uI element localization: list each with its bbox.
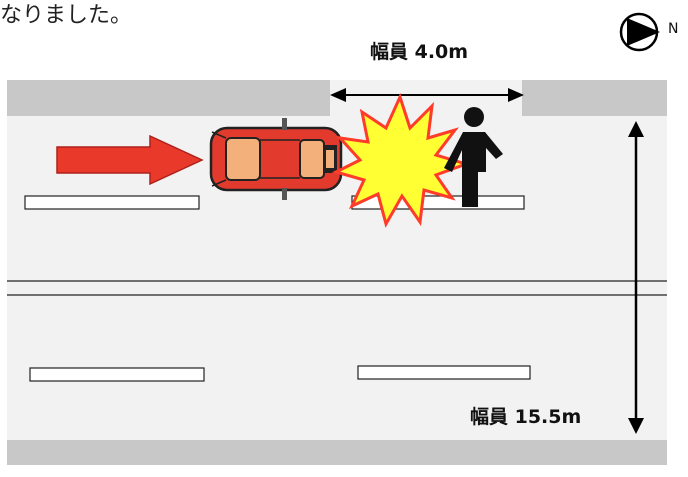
lane-marking xyxy=(24,195,200,210)
caption-text: なりました。 xyxy=(0,3,133,28)
curb-bottom xyxy=(7,440,667,465)
car-icon xyxy=(209,118,343,200)
curb-top-right xyxy=(522,80,667,116)
north-arrow-icon xyxy=(619,12,660,52)
impact-burst-icon xyxy=(331,92,471,228)
lane-marking xyxy=(357,365,531,380)
north-label: N xyxy=(668,21,679,37)
sidewalk-width-label: 幅員 4.0m xyxy=(370,41,469,63)
curb-top-left xyxy=(7,80,330,116)
pedestrian-icon xyxy=(444,107,503,207)
lane-marking xyxy=(29,367,205,382)
vehicle-direction-arrow xyxy=(56,134,204,186)
road-width-label: 幅員 15.5m xyxy=(470,406,582,428)
road-width-arrow xyxy=(628,121,644,434)
sidewalk-width-arrow xyxy=(330,88,524,102)
